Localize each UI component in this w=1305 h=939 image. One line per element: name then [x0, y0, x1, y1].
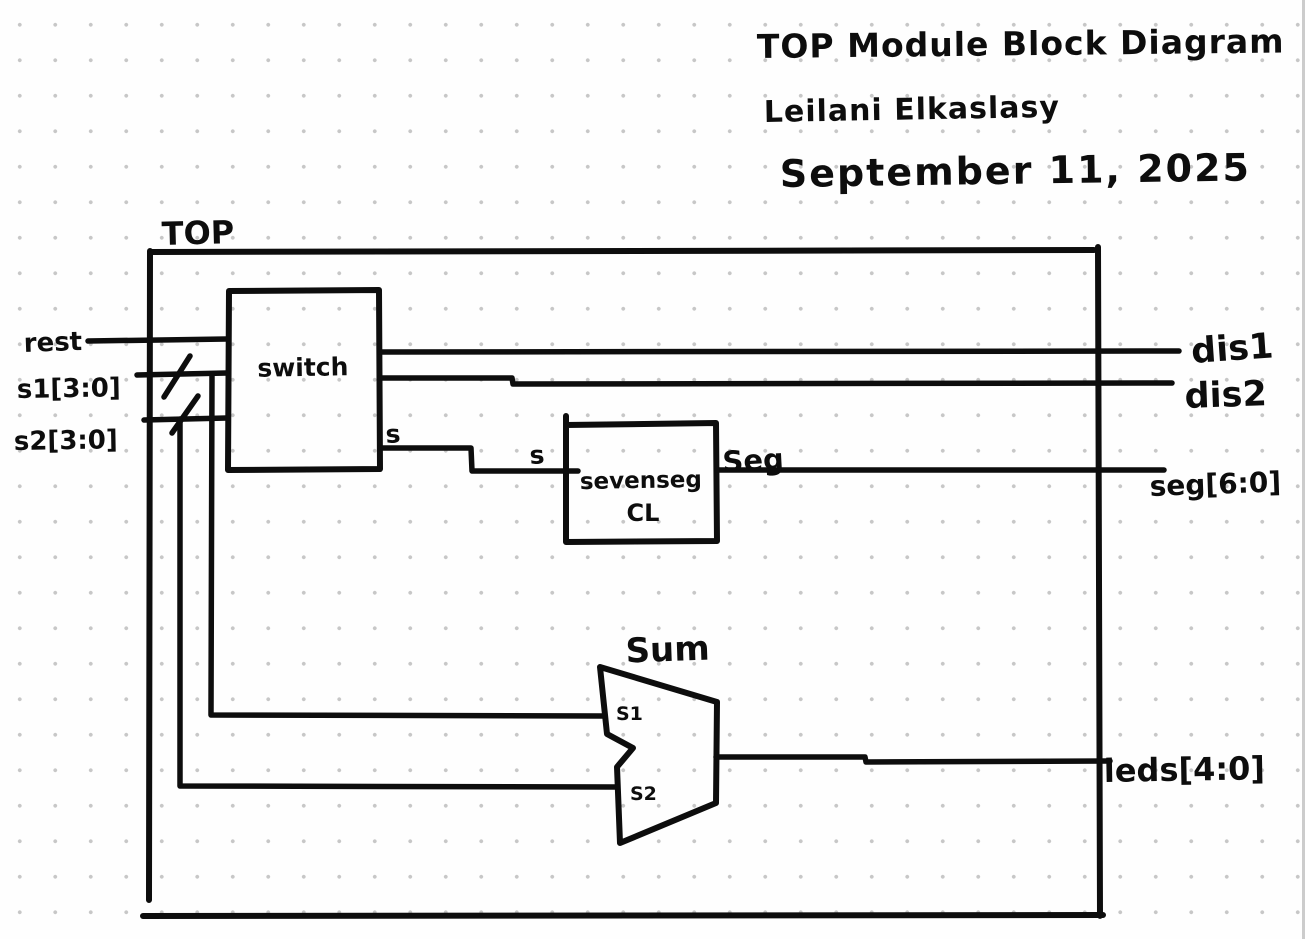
top-container: TOP: [140, 213, 1106, 919]
sevenseg-label: sevenseg: [580, 467, 702, 495]
header-block: TOP Module Block Diagram Leilani Elkasla…: [757, 21, 1285, 196]
rest-port-label: rest: [23, 327, 82, 359]
dis1-wire: [377, 348, 1182, 355]
switch-output-s-label: s: [385, 419, 401, 449]
dis2-wire: [377, 375, 1175, 387]
s1-bus-slash: [161, 353, 193, 400]
switch-box: [225, 287, 383, 473]
sum-input-s2-label: S2: [630, 783, 657, 805]
dis1-port-label: dis1: [1190, 326, 1275, 372]
leds-port-label: leds[4:0]: [1103, 749, 1265, 790]
top-label: TOP: [161, 213, 234, 253]
seg-port-label: seg[6:0]: [1149, 465, 1282, 503]
s1-port-label: s1[3:0]: [17, 373, 121, 405]
sum-block: Sum S1 S2: [597, 629, 720, 846]
sum-to-leds-wire: [713, 754, 1113, 765]
sum-input-s1-label: S1: [616, 703, 643, 725]
sum-alu-shape: [597, 664, 720, 846]
sevenseg-input-s-label: s: [529, 440, 545, 470]
s2-branch-to-sum-wire: [177, 416, 620, 790]
sevenseg-box: [563, 413, 720, 545]
wire-labels: s s Seg: [385, 419, 785, 479]
diagram-title: TOP Module Block Diagram: [757, 21, 1285, 66]
s2-input-wire: [141, 415, 230, 423]
s1-branch-to-sum-wire: [208, 371, 606, 719]
sevenseg-block: sevenseg CL: [563, 413, 720, 545]
sevenseg-sublabel: CL: [627, 499, 660, 527]
output-port-labels: dis1 dis2 seg[6:0] leds[4:0]: [1103, 326, 1281, 790]
page-right-edge: [1302, 0, 1305, 939]
dis2-port-label: dis2: [1184, 374, 1268, 417]
input-port-labels: rest s1[3:0] s2[3:0]: [14, 327, 121, 457]
switch-block: switch: [225, 287, 383, 473]
sevenseg-output-seg-label: Seg: [722, 442, 785, 479]
top-boundary-rectangle: [140, 244, 1106, 919]
s2-port-label: s2[3:0]: [14, 425, 118, 457]
rest-wire: [85, 336, 230, 344]
wires: [85, 336, 1182, 790]
s2-bus-slash: [169, 393, 201, 436]
date-text: September 11, 2025: [780, 145, 1252, 196]
switch-label: switch: [257, 352, 349, 383]
sum-label: Sum: [625, 629, 710, 672]
switch-to-sevenseg-wire: [377, 445, 581, 474]
author-name: Leilani Elkaslasy: [764, 90, 1061, 130]
